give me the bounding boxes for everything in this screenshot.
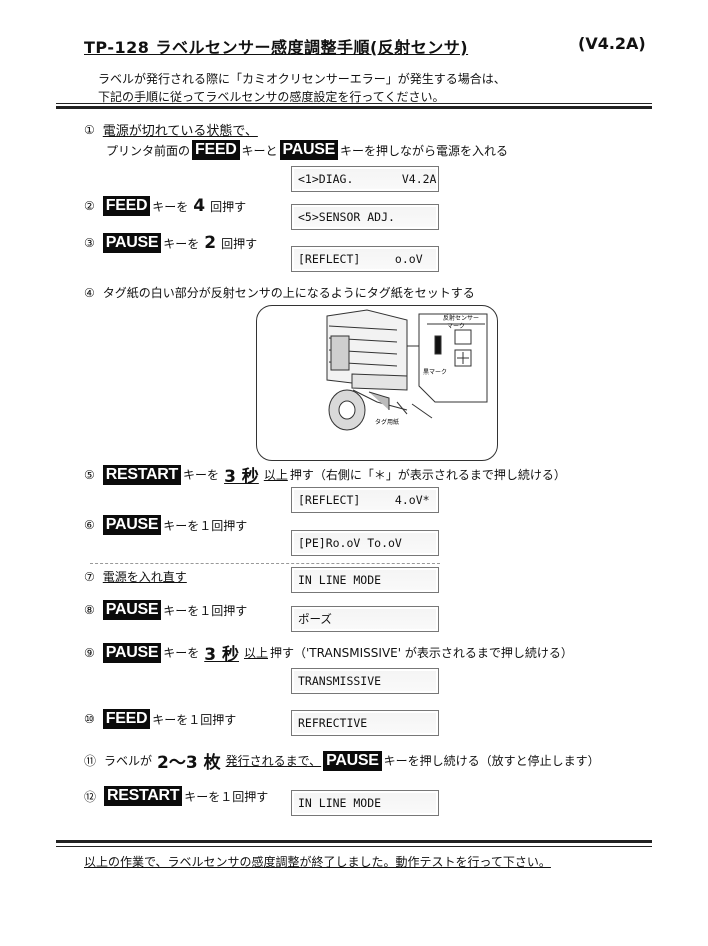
- step-4: ④ タグ紙の白い部分が反射センサの上になるようにタグ紙をセットする: [84, 284, 475, 301]
- step-number: ⑪: [84, 754, 97, 768]
- step-text: プリンタ前面の: [106, 143, 191, 158]
- step-text: 回押す: [210, 199, 247, 214]
- pause-key-label: PAUSE: [102, 600, 162, 620]
- step-number: ④: [84, 285, 95, 300]
- pause-key-label: PAUSE: [323, 750, 382, 771]
- step-number: ⑫: [84, 789, 97, 804]
- step-1-line-1: ① 電源が切れている状態で、: [84, 120, 258, 140]
- step-number: ③: [84, 236, 95, 250]
- step-12: ⑫ RESTART キーを１回押す: [84, 786, 268, 806]
- step-number: ②: [84, 199, 95, 213]
- footer-rule-thin: [56, 846, 652, 847]
- pause-key-label: PAUSE: [102, 642, 162, 663]
- figure-label-sensor: 反射センサー: [443, 314, 479, 322]
- lcd-display-8: TRANSMISSIVE: [291, 668, 439, 694]
- step-11: ⑪ ラベルが 2〜3 枚 発行されるまで、 PAUSE キーを押し続ける（放すと…: [84, 748, 600, 773]
- pause-key-label: PAUSE: [102, 233, 162, 253]
- footer-note: 以上の作業で、ラベルセンサの感度調整が終了しました。動作テストを行って下さい。: [84, 855, 551, 869]
- feed-key-label: FEED: [102, 196, 151, 216]
- step-9: ⑨ PAUSE キーを 3 秒 以上 押す（'TRANSMISSIVE' が表示…: [84, 640, 573, 665]
- step-count: 4: [193, 196, 206, 216]
- step-text: キーを押し続ける（放すと停止します）: [383, 754, 600, 768]
- step-text: 電源が切れている状態で、: [102, 124, 258, 139]
- step-text: 以上: [263, 468, 288, 482]
- step-text: 以上: [243, 646, 268, 660]
- step-5: ⑤ RESTART キーを 3 秒 以上 押す（右側に「＊」が表示されるまで押し…: [84, 462, 566, 487]
- step-6: ⑥ PAUSE キーを１回押す: [84, 515, 247, 535]
- step-text: 発行されるまで、: [225, 754, 322, 768]
- step-text: 回押す: [221, 236, 258, 251]
- feed-key-label: FEED: [102, 709, 151, 729]
- step-2: ② FEED キーを 4 回押す: [84, 196, 246, 216]
- lcd-display-2: <5>SENSOR ADJ.: [291, 204, 439, 230]
- restart-key-label: RESTART: [104, 786, 183, 806]
- header-rule-thin: [56, 103, 652, 104]
- step-text: キーを１回押す: [163, 518, 248, 533]
- step-number: ⑩: [84, 712, 95, 726]
- step-text: キーを: [152, 199, 189, 214]
- pause-key-label: PAUSE: [279, 140, 338, 160]
- step-number: ⑥: [84, 518, 95, 532]
- step-count: 3 秒: [204, 645, 239, 665]
- lcd-display-7: ポーズ: [291, 606, 439, 632]
- lcd-display-3: [REFLECT] o.oV: [291, 246, 439, 272]
- step-count: 2: [204, 233, 217, 253]
- intro-line-2: 下記の手順に従ってラベルセンサの感度設定を行ってください。: [98, 90, 445, 104]
- step-number: ⑨: [84, 645, 95, 660]
- lcd-display-6: IN LINE MODE: [291, 567, 439, 593]
- step-number: ①: [84, 122, 95, 137]
- restart-key-label: RESTART: [102, 464, 182, 485]
- step-text: キーを: [163, 236, 200, 251]
- step-10: ⑩ FEED キーを１回押す: [84, 709, 236, 729]
- version-label: (V4.2A): [578, 34, 646, 53]
- step-1-line-2: プリンタ前面の FEED キーと PAUSE キーを押しながら電源を入れる: [106, 140, 508, 160]
- step-count: 3 秒: [224, 467, 259, 487]
- step-text: キーを１回押す: [152, 712, 237, 727]
- step-number: ⑤: [84, 467, 95, 482]
- step-text: キーを１回押す: [184, 789, 269, 804]
- step-number: ⑦: [84, 569, 95, 584]
- footer-rule-thick: [56, 840, 652, 843]
- pause-key-label: PAUSE: [102, 515, 162, 535]
- step-text: ラベルが: [104, 754, 153, 768]
- intro-line-1: ラベルが発行される際に「カミオクリセンサーエラー」が発生する場合は、: [98, 72, 506, 86]
- step-text: 押す（右側に「＊」が表示されるまで押し続ける）: [289, 468, 566, 482]
- sensor-figure: 反射センサー マーク 黒マーク タグ用紙: [256, 305, 498, 461]
- step-7: ⑦ 電源を入れ直す: [84, 568, 187, 585]
- step-text: キーを１回押す: [163, 603, 248, 618]
- step-count: 2〜3 枚: [157, 753, 221, 773]
- figure-label-black-mark: 黒マーク: [423, 369, 447, 376]
- lcd-display-4: [REFLECT] 4.oV*: [291, 487, 439, 513]
- step-number: ⑧: [84, 603, 95, 617]
- section-divider: [90, 563, 440, 564]
- figure-label-marker: マーク: [447, 323, 465, 330]
- step-3: ③ PAUSE キーを 2 回押す: [84, 233, 257, 253]
- printer-sensor-illustration: 反射センサー マーク 黒マーク タグ用紙: [326, 309, 488, 431]
- step-text: キーを: [183, 468, 220, 482]
- header-rule-thick: [56, 106, 652, 109]
- lcd-display-1: <1>DIAG. V4.2A: [291, 166, 439, 192]
- lcd-display-5: [PE]Ro.oV To.oV: [291, 530, 439, 556]
- step-text: 電源を入れ直す: [102, 570, 187, 584]
- step-text: キーを押しながら電源を入れる: [339, 143, 508, 158]
- step-text: 押す（'TRANSMISSIVE' が表示されるまで押し続ける）: [270, 646, 573, 660]
- lcd-display-10: IN LINE MODE: [291, 790, 439, 816]
- step-text: キーと: [241, 143, 278, 158]
- page-title: TP-128 ラベルセンサー感度調整手順(反射センサ): [84, 38, 469, 57]
- step-text: タグ紙の白い部分が反射センサの上になるようにタグ紙をセットする: [102, 286, 475, 300]
- step-8: ⑧ PAUSE キーを１回押す: [84, 600, 247, 620]
- figure-label-tag: タグ用紙: [375, 418, 399, 426]
- feed-key-label: FEED: [192, 140, 240, 160]
- lcd-display-9: REFRECTIVE: [291, 710, 439, 736]
- step-text: キーを: [163, 646, 200, 660]
